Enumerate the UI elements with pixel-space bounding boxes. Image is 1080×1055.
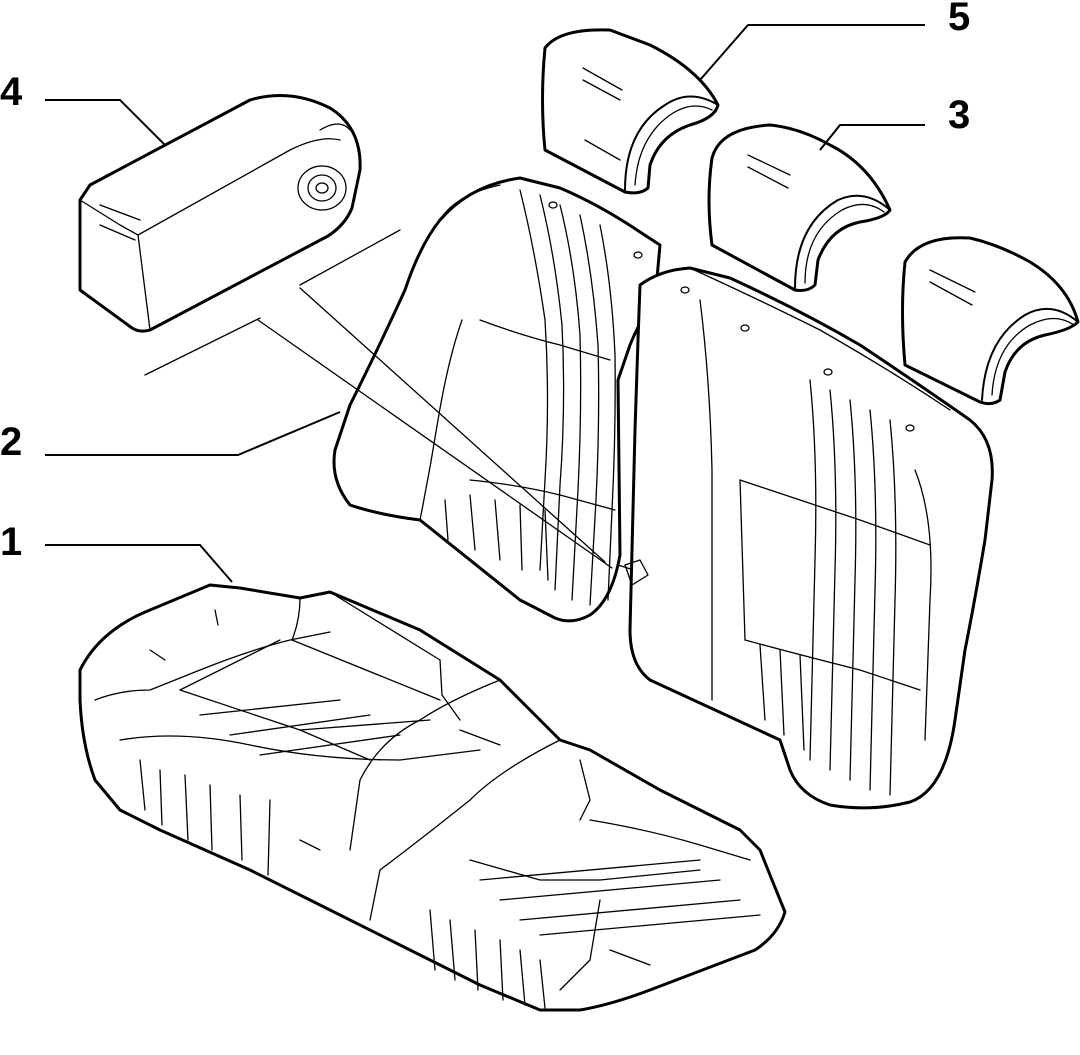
leader-lines	[45, 24, 925, 583]
backrest-left-part[interactable]	[332, 176, 662, 623]
headrest-part-5[interactable]	[541, 28, 720, 195]
headrest-part-right[interactable]	[901, 236, 1080, 406]
backrest-right-part[interactable]	[628, 266, 994, 810]
leader-line-2	[45, 411, 341, 456]
callout-3: 3	[948, 93, 970, 137]
callout-1: 1	[0, 520, 22, 564]
backrest-hinge-bracket	[624, 559, 649, 586]
leader-line-5	[699, 24, 925, 81]
armrest-part[interactable]	[78, 94, 362, 333]
callout-4: 4	[0, 70, 23, 114]
headrest-part-3[interactable]	[707, 123, 892, 292]
reference-line-diag-a	[299, 287, 606, 563]
leader-line-3	[819, 124, 925, 151]
seat-cushion-part[interactable]	[78, 583, 787, 1012]
reference-line-upper	[299, 229, 401, 286]
callout-5: 5	[948, 0, 970, 39]
reference-line-lower	[144, 317, 261, 376]
callout-2: 2	[0, 420, 22, 464]
reference-line-diag-b	[257, 319, 613, 569]
leader-line-1	[45, 544, 233, 583]
leader-line-4	[45, 99, 166, 146]
